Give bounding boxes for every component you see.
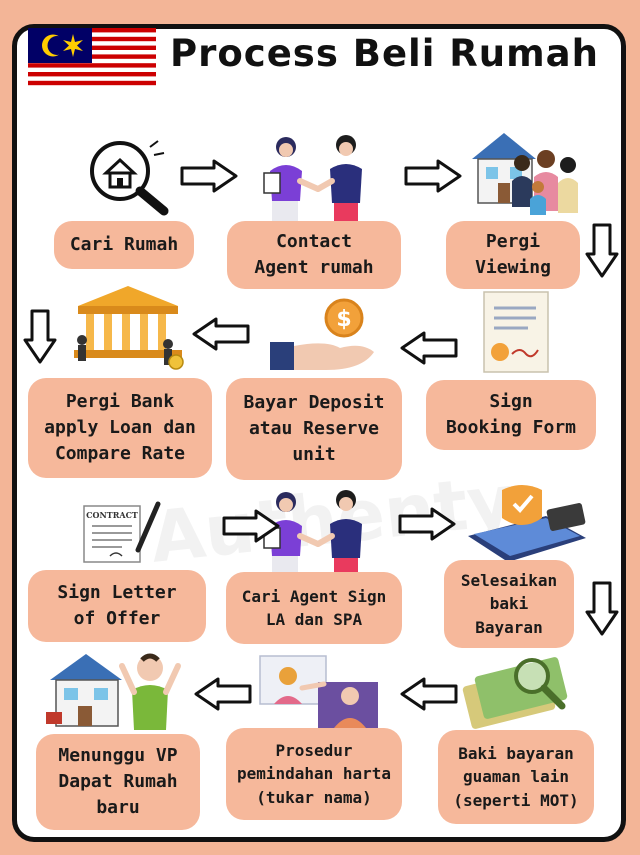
step-box-baki-bayaran-guaman: Baki bayaran guaman lain (seperti MOT) <box>438 730 594 824</box>
step-text: Agent rumah <box>254 257 374 278</box>
step-text: pemindahan harta <box>236 764 392 784</box>
step-text: Selesaikan <box>460 571 558 591</box>
step-box-menunggu-vp: Menunggu VP Dapat Rumah baru <box>36 734 200 830</box>
step-text: (tukar nama) <box>256 787 372 807</box>
family-house-icon <box>472 133 578 215</box>
arrow-left-icon <box>194 677 252 711</box>
arrow-left-icon <box>400 677 458 711</box>
step-text: Booking Form <box>445 417 577 438</box>
arrow-left-icon <box>192 317 250 351</box>
magnifier-house-icon <box>90 140 169 216</box>
coin-symbol: $ <box>336 307 351 332</box>
arrow-left-icon <box>400 331 458 365</box>
step-text: Bayar Deposit <box>243 391 385 413</box>
arrow-down-icon <box>585 223 619 278</box>
arrow-down-icon <box>23 309 57 364</box>
step-text: Menunggu VP <box>58 744 178 766</box>
step-text: Sign <box>489 390 533 412</box>
step-text: Pergi Bank <box>65 390 175 412</box>
video-call-handover-icon <box>259 655 378 728</box>
arrow-right-icon <box>404 159 462 193</box>
step-text: of Offer <box>73 608 161 629</box>
step-text: LA dan SPA <box>265 610 363 629</box>
step-box-cari-rumah: Cari Rumah <box>54 221 194 269</box>
step-text: baki <box>489 594 529 614</box>
step-box-sign-letter-of-offer: Sign Letter of Offer <box>28 570 206 642</box>
step-text: Prosedur <box>275 741 353 761</box>
step-text: atau Reserve <box>248 417 380 439</box>
phone-payment-icon <box>468 485 586 562</box>
step-text: (seperti MOT) <box>453 790 579 810</box>
contract-pen-icon: CONTRACT <box>83 501 161 563</box>
step-box-cari-agent-sign: Cari Agent Sign LA dan SPA <box>226 572 402 644</box>
step-text: Compare Rate <box>54 443 186 465</box>
handshake-people-icon <box>263 135 362 223</box>
step-box-bayar-deposit: Bayar Deposit atau Reserve unit <box>226 378 402 480</box>
page-title: Process Beli Rumah <box>170 32 599 75</box>
bank-building-icon <box>74 286 184 370</box>
step-text: baru <box>96 797 140 819</box>
step-text: Viewing <box>475 257 551 278</box>
hand-coin-icon: $ <box>270 298 374 370</box>
step-text: Contact <box>276 230 352 252</box>
step-text: Pergi <box>485 230 541 252</box>
step-box-prosedur-pemindahan: Prosedur pemindahan harta (tukar nama) <box>226 728 402 820</box>
step-text: guaman lain <box>463 767 569 787</box>
step-text: Dapat Rumah <box>58 770 178 792</box>
step-text: Cari Agent Sign <box>241 586 387 606</box>
contract-label: CONTRACT <box>86 510 138 520</box>
step-text: Bayaran <box>475 617 543 637</box>
arrow-right-icon <box>398 507 456 541</box>
arrow-down-icon <box>585 581 619 636</box>
arrow-right-icon <box>222 509 280 543</box>
step-text: apply Loan dan <box>44 416 196 438</box>
booking-form-icon <box>483 291 549 373</box>
step-text: Cari Rumah <box>69 233 179 255</box>
new-house-owner-icon <box>46 653 181 730</box>
arrow-right-icon <box>180 159 238 193</box>
step-text: Baki bayaran <box>458 744 574 764</box>
money-magnifier-icon <box>462 657 568 729</box>
malaysia-flag-icon <box>28 28 156 90</box>
step-text: Sign Letter <box>57 581 177 603</box>
step-text: unit <box>292 444 336 466</box>
